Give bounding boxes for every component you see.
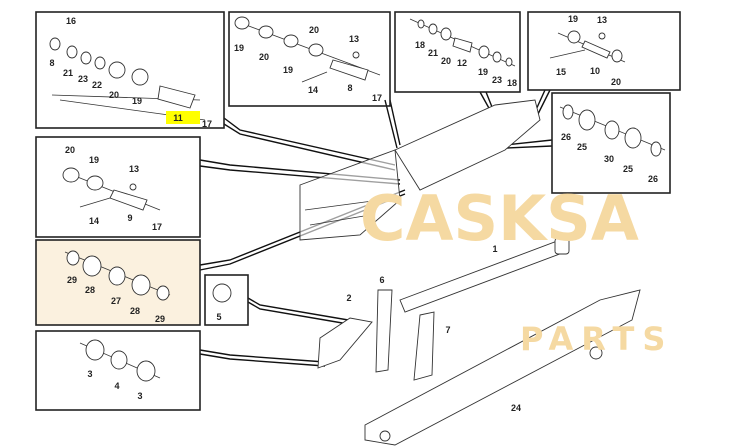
watermark-line2: PARTS [520,320,673,358]
callout: 10 [590,66,600,76]
detail-box-a [35,11,225,129]
callout: 19 [283,65,293,75]
callout: 20 [611,77,621,87]
callout: 7 [445,325,450,335]
callout: 24 [511,403,521,413]
callout: 23 [78,74,88,84]
callout: 27 [111,296,121,306]
excavator-arm-drawing [299,99,641,446]
callout: 18 [507,78,517,88]
callout: 20 [109,90,119,100]
callout: 3 [137,391,142,401]
callout: 28 [85,285,95,295]
callout: 5 [216,312,221,322]
detail-box-c [394,11,521,93]
callout: 22 [92,80,102,90]
callout: 19 [478,67,488,77]
callout: 19 [132,96,142,106]
callout: 21 [63,68,73,78]
callout: 14 [308,85,318,95]
callout: 19 [568,14,578,24]
callout: 2 [346,293,351,303]
callout: 14 [89,216,99,226]
callout: 4 [114,381,119,391]
box-a-labels: 16 8 21 23 22 20 19 11 17 [49,16,212,129]
callout: 20 [441,56,451,66]
callout: 13 [349,34,359,44]
callout: 17 [372,93,382,103]
callout: 1 [492,244,497,254]
callout: 29 [67,275,77,285]
callout: 12 [457,58,467,68]
callout: 20 [309,25,319,35]
callout: 21 [428,48,438,58]
callout: 13 [129,164,139,174]
callout: 28 [130,306,140,316]
callout: 6 [379,275,384,285]
detail-box-i [204,274,249,326]
callout: 8 [347,83,352,93]
callout: 25 [577,142,587,152]
watermark: CASKSA PARTS [360,182,673,358]
callout: 29 [155,314,165,324]
callout: 18 [415,40,425,50]
callout: 23 [492,75,502,85]
highlight-marker [166,111,200,124]
callout: 17 [202,119,212,129]
callout: 17 [152,222,162,232]
callout-highlighted: 11 [173,113,183,123]
callout: 20 [65,145,75,155]
callout: 3 [87,369,92,379]
callout: 15 [556,67,566,77]
callout: 25 [623,164,633,174]
watermark-line1: CASKSA [360,182,639,255]
callout: 13 [597,15,607,25]
detail-box-f [35,136,201,238]
detail-box-h [35,330,201,411]
callout: 16 [66,16,76,26]
callout: 8 [49,58,54,68]
detail-box-e [551,92,671,194]
callout: 9 [127,213,132,223]
callout: 19 [89,155,99,165]
callout: 20 [259,52,269,62]
callout: 26 [561,132,571,142]
callout: 30 [604,154,614,164]
callout: 19 [234,43,244,53]
detail-box-d [527,11,681,91]
detail-box-b [228,11,391,107]
callout: 26 [648,174,658,184]
